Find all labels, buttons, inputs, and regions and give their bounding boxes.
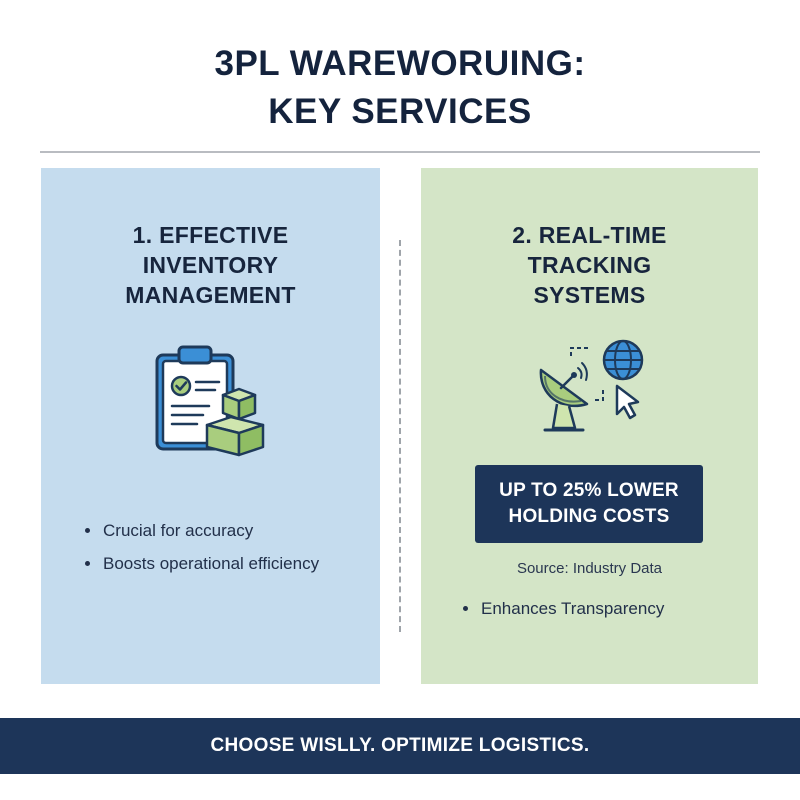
tracking-bullet-list: Enhances Transparency xyxy=(463,592,664,625)
inventory-panel-title: 1. EFFECTIVE INVENTORY MANAGEMENT xyxy=(41,220,380,310)
title-divider xyxy=(40,151,760,153)
list-item: Crucial for accuracy xyxy=(85,514,319,547)
list-item: Enhances Transparency xyxy=(463,592,664,625)
page-title: 3PL WAREWORUING: KEY SERVICES xyxy=(0,40,800,136)
list-item: Boosts operational efficiency xyxy=(85,547,319,580)
stat-line-1: UP TO 25% LOWER xyxy=(499,480,679,501)
holding-costs-stat-box: UP TO 25% LOWER HOLDING COSTS xyxy=(475,465,703,543)
tracking-title-line-3: SYSTEMS xyxy=(533,282,646,308)
inventory-management-panel: 1. EFFECTIVE INVENTORY MANAGEMENT xyxy=(41,168,380,684)
inventory-title-line-3: MANAGEMENT xyxy=(125,282,296,308)
tracking-panel-title: 2. REAL-TIME TRACKING SYSTEMS xyxy=(421,220,758,310)
inventory-bullet-list: Crucial for accuracy Boosts operational … xyxy=(85,514,319,580)
page-title-line-1: 3PL WAREWORUING: xyxy=(214,44,586,83)
footer-banner: CHOOSE WISLLY. OPTIMIZE LOGISTICS. xyxy=(0,718,800,774)
panel-divider xyxy=(399,240,401,632)
inventory-title-line-1: 1. EFFECTIVE xyxy=(132,222,289,248)
tracking-title-line-1: 2. REAL-TIME xyxy=(512,222,667,248)
stat-line-2: HOLDING COSTS xyxy=(508,506,670,527)
source-note: Source: Industry Data xyxy=(516,560,663,577)
page-title-line-2: KEY SERVICES xyxy=(268,92,532,131)
tracking-systems-panel: 2. REAL-TIME TRACKING SYSTEMS xyxy=(421,168,758,684)
tracking-title-line-2: TRACKING xyxy=(527,252,652,278)
clipboard-with-boxes-icon xyxy=(151,343,271,463)
satellite-globe-cursor-icon xyxy=(531,338,655,438)
inventory-title-line-2: INVENTORY xyxy=(142,252,279,278)
